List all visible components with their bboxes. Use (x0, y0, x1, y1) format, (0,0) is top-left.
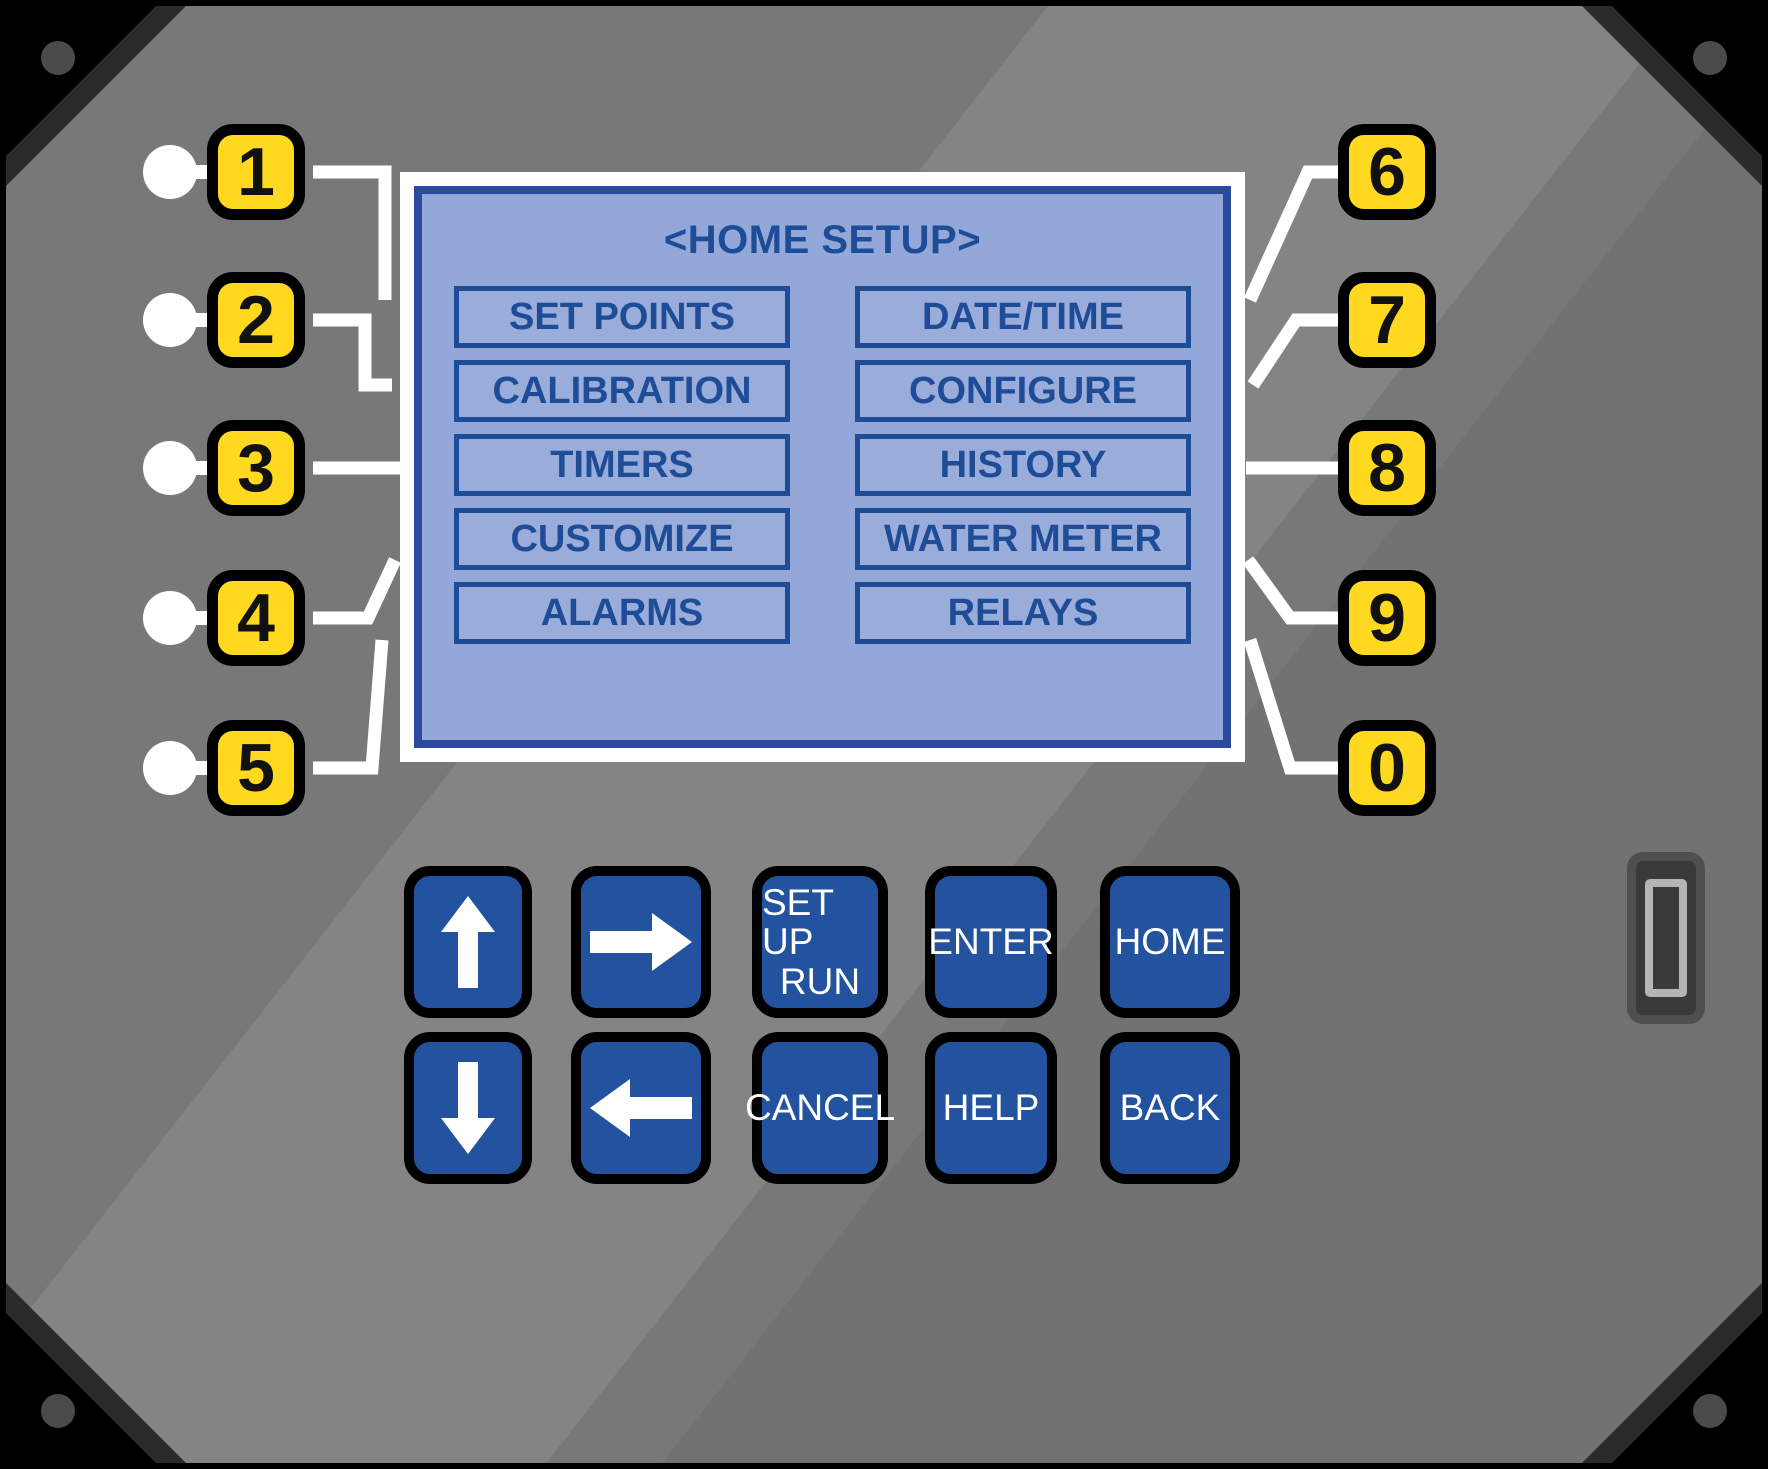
corner-screw-bottom-left (30, 1383, 86, 1439)
usb-port[interactable] (1627, 852, 1705, 1024)
back-key[interactable]: BACK (1100, 1032, 1240, 1184)
usb-port-icon (1645, 879, 1687, 997)
left-arrow-key[interactable] (571, 1032, 711, 1184)
menu-item-calibration[interactable]: CALIBRATION (454, 360, 790, 422)
softkey-3[interactable]: 3 (207, 420, 305, 516)
softkey-2[interactable]: 2 (207, 272, 305, 368)
screen-title: <HOME SETUP> (663, 218, 982, 262)
home-key[interactable]: HOME (1100, 866, 1240, 1018)
softkey-8[interactable]: 8 (1338, 420, 1436, 516)
cancel-key[interactable]: CANCEL (745, 1032, 895, 1184)
menu-item-date-time[interactable]: DATE/TIME (855, 286, 1191, 348)
menu-item-history[interactable]: HISTORY (855, 434, 1191, 496)
softkey-7[interactable]: 7 (1338, 272, 1436, 368)
enter-key[interactable]: ENTER (925, 866, 1057, 1018)
corner-screw-top-right (1682, 30, 1738, 86)
arrow-left-icon (590, 1079, 692, 1137)
corner-screw-top-left (30, 30, 86, 86)
corner-screw-bottom-right (1682, 1383, 1738, 1439)
menu-item-set-points[interactable]: SET POINTS (454, 286, 790, 348)
arrow-right-icon (590, 913, 692, 971)
back-key-label: BACK (1119, 1087, 1221, 1129)
setup-run-key-label-line1: SET UP (762, 882, 834, 963)
arrow-up-icon (441, 896, 495, 988)
softkey-0[interactable]: 0 (1338, 720, 1436, 816)
softkey-4[interactable]: 4 (207, 570, 305, 666)
lcd-display: <HOME SETUP> SET POINTS CALIBRATION TIME… (400, 172, 1245, 762)
up-arrow-key[interactable] (404, 866, 532, 1018)
setup-run-key-label-line2: RUN (779, 960, 861, 1002)
softkey-6[interactable]: 6 (1338, 124, 1436, 220)
home-key-label: HOME (1114, 921, 1226, 963)
softkey-1[interactable]: 1 (207, 124, 305, 220)
softkey-5[interactable]: 5 (207, 720, 305, 816)
down-arrow-key[interactable] (404, 1032, 532, 1184)
right-arrow-key[interactable] (571, 866, 711, 1018)
menu-column-left: SET POINTS CALIBRATION TIMERS CUSTOMIZE … (454, 286, 790, 644)
menu-item-configure[interactable]: CONFIGURE (855, 360, 1191, 422)
softkey-9[interactable]: 9 (1338, 570, 1436, 666)
menu-column-right: DATE/TIME CONFIGURE HISTORY WATER METER … (855, 286, 1191, 644)
menu-item-water-meter[interactable]: WATER METER (855, 508, 1191, 570)
help-key[interactable]: HELP (925, 1032, 1057, 1184)
help-key-label: HELP (942, 1087, 1040, 1129)
menu-item-alarms[interactable]: ALARMS (454, 582, 790, 644)
menu-item-relays[interactable]: RELAYS (855, 582, 1191, 644)
menu-item-customize[interactable]: CUSTOMIZE (454, 508, 790, 570)
lcd-inner-border: <HOME SETUP> SET POINTS CALIBRATION TIME… (414, 186, 1231, 748)
menu-columns: SET POINTS CALIBRATION TIMERS CUSTOMIZE … (454, 286, 1191, 644)
setup-run-key[interactable]: SET UP RUN (752, 866, 888, 1018)
menu-item-timers[interactable]: TIMERS (454, 434, 790, 496)
arrow-down-icon (441, 1062, 495, 1154)
lcd-screen-area: <HOME SETUP> SET POINTS CALIBRATION TIME… (422, 194, 1223, 740)
enter-key-label: ENTER (928, 921, 1054, 963)
cancel-key-label: CANCEL (744, 1087, 896, 1129)
